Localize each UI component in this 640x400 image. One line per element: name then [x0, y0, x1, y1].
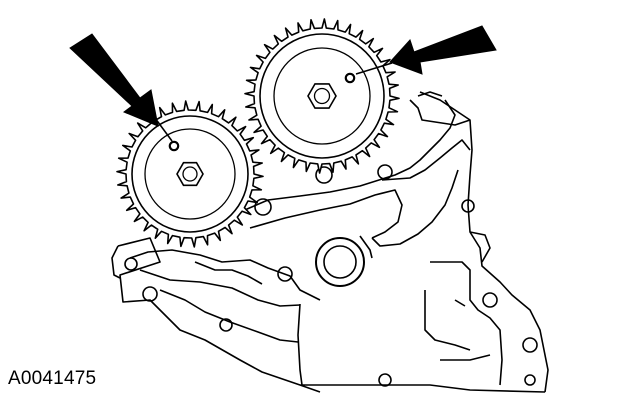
- bolt-hole: [522, 337, 538, 353]
- left-sprocket-rim: [131, 115, 249, 233]
- bolt-holes: [124, 164, 538, 387]
- left-sprocket-bolt: [176, 161, 204, 187]
- left-sprocket-hub: [144, 128, 236, 220]
- pointer-arrows: [69, 25, 497, 142]
- head-channel: [381, 139, 471, 181]
- right-block: [424, 261, 503, 386]
- bolt-hole: [524, 374, 536, 386]
- passage-2: [159, 289, 299, 343]
- bolt-hole: [377, 164, 393, 180]
- bolt-hole: [254, 198, 272, 216]
- bolt-hole: [315, 166, 333, 184]
- right-timing-mark: [344, 72, 356, 84]
- engine-cover: [111, 91, 549, 393]
- right-bolt-washer: [313, 87, 331, 105]
- right-sprocket-hub: [273, 47, 371, 145]
- right-arrow-icon: [389, 25, 497, 75]
- bolt-hole: [277, 266, 293, 282]
- seal-outer: [315, 237, 365, 287]
- head-ridge: [239, 99, 456, 213]
- seal-inner: [323, 245, 357, 279]
- left-camshaft-sprocket: [116, 100, 264, 248]
- right-arrow-leader: [355, 62, 393, 75]
- left-bolt-washer: [182, 166, 198, 182]
- cover-flange: [129, 249, 321, 386]
- bolt-hole: [461, 199, 475, 213]
- bolt-hole: [378, 373, 392, 387]
- left-timing-mark: [168, 140, 180, 152]
- figure-id-label: A0041475: [8, 368, 97, 389]
- passage-1: [139, 269, 301, 307]
- head-ridge-2: [249, 189, 403, 239]
- right-camshaft-sprocket: [244, 18, 400, 174]
- bolt-hole: [482, 292, 498, 308]
- passage-3: [194, 261, 263, 285]
- bolt-hole: [219, 318, 233, 332]
- head-channel-2: [359, 169, 459, 259]
- tab-right: [469, 231, 491, 263]
- bolt-hole: [142, 286, 158, 302]
- bolt-hole: [124, 257, 138, 271]
- left-arrow-icon: [69, 33, 159, 127]
- right-cover-edge: [409, 91, 471, 126]
- left-arrow-leader: [154, 117, 173, 142]
- right-sprocket-bolt: [307, 83, 337, 109]
- tab-left: [111, 245, 121, 279]
- right-sprocket-rim: [259, 33, 385, 159]
- cover-outline: [117, 91, 549, 393]
